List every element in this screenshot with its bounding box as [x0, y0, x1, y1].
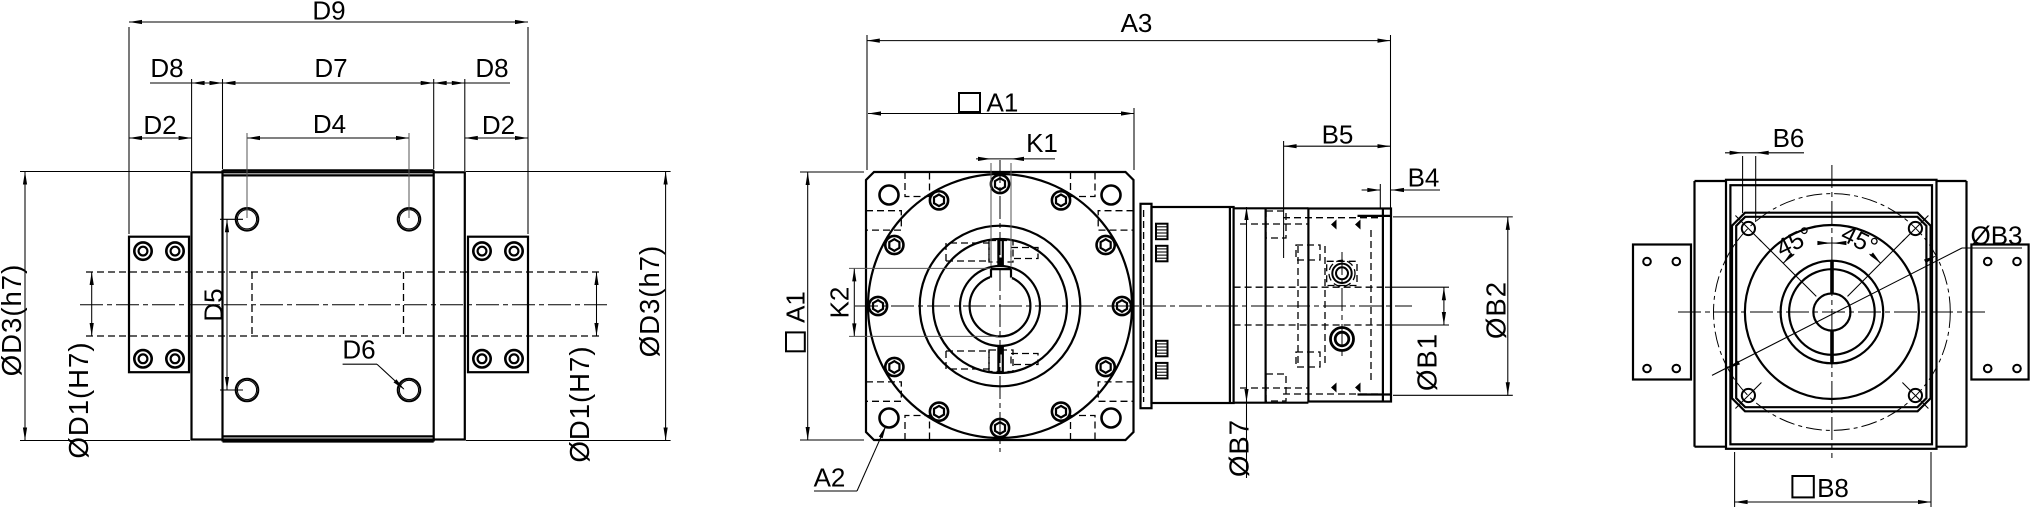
- svg-text:ØB1: ØB1: [1412, 333, 1443, 391]
- svg-text:D7: D7: [314, 53, 347, 83]
- svg-text:A1: A1: [987, 88, 1019, 118]
- svg-text:A1: A1: [781, 291, 811, 323]
- svg-text:D9: D9: [312, 0, 345, 26]
- svg-text:D2: D2: [482, 110, 515, 140]
- svg-text:D8: D8: [150, 53, 183, 83]
- svg-text:D8: D8: [475, 53, 508, 83]
- svg-text:ØB3: ØB3: [1970, 221, 2022, 251]
- svg-text:B8: B8: [1817, 473, 1849, 503]
- svg-text:D5: D5: [199, 288, 229, 321]
- svg-text:B6: B6: [1773, 123, 1805, 153]
- svg-text:B5: B5: [1322, 120, 1354, 150]
- svg-text:K1: K1: [1026, 128, 1058, 158]
- svg-text:D6: D6: [342, 335, 375, 365]
- svg-text:A3: A3: [1121, 8, 1153, 38]
- svg-text:ØB7: ØB7: [1223, 419, 1254, 477]
- svg-text:A2: A2: [814, 463, 846, 493]
- svg-text:D2: D2: [143, 110, 176, 140]
- svg-text:ØB2: ØB2: [1480, 281, 1511, 339]
- svg-text:ØD1(H7): ØD1(H7): [564, 345, 595, 462]
- svg-text:D4: D4: [313, 109, 346, 139]
- svg-text:B4: B4: [1408, 163, 1440, 193]
- svg-text:ØD3(h7): ØD3(h7): [634, 245, 665, 357]
- svg-text:K2: K2: [825, 287, 855, 319]
- svg-text:ØD1(H7): ØD1(H7): [63, 341, 94, 458]
- svg-text:ØD3(h7): ØD3(h7): [0, 264, 27, 376]
